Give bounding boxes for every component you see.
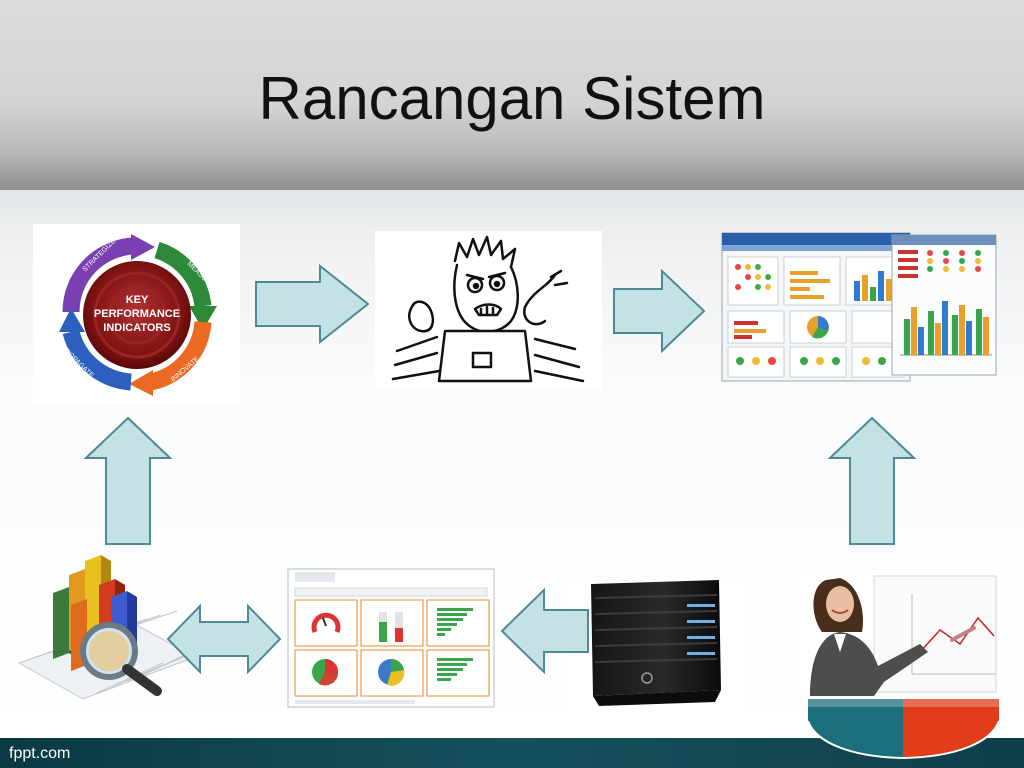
kpi-label-line3: INDICATORS (103, 322, 170, 334)
footer-brand: fppt.com (9, 745, 71, 762)
slide-title: Rancangan Sistem (258, 65, 766, 132)
dashboard-icon (720, 231, 1000, 386)
kpi-label-line1: KEY (126, 294, 149, 306)
arrow-up-icon (827, 416, 917, 546)
shield-emblem-icon (806, 697, 1001, 760)
title-band (0, 0, 1024, 190)
arrow-right-icon (254, 263, 370, 345)
frustrated-user-icon (375, 231, 602, 390)
arrow-up-icon (83, 416, 173, 546)
report-page-icon (287, 568, 495, 708)
kpi-cycle-icon: KEY PERFORMANCE INDICATORS STRATEGIZE ME… (33, 224, 240, 404)
arrow-right-icon (612, 268, 706, 354)
kpi-label-line2: PERFORMANCE (94, 308, 180, 320)
arrow-left-icon (500, 587, 590, 675)
presenter-icon (800, 570, 1000, 696)
double-arrow-icon (166, 603, 282, 675)
analysis-chart-icon (13, 553, 201, 703)
server-icon (567, 578, 745, 713)
